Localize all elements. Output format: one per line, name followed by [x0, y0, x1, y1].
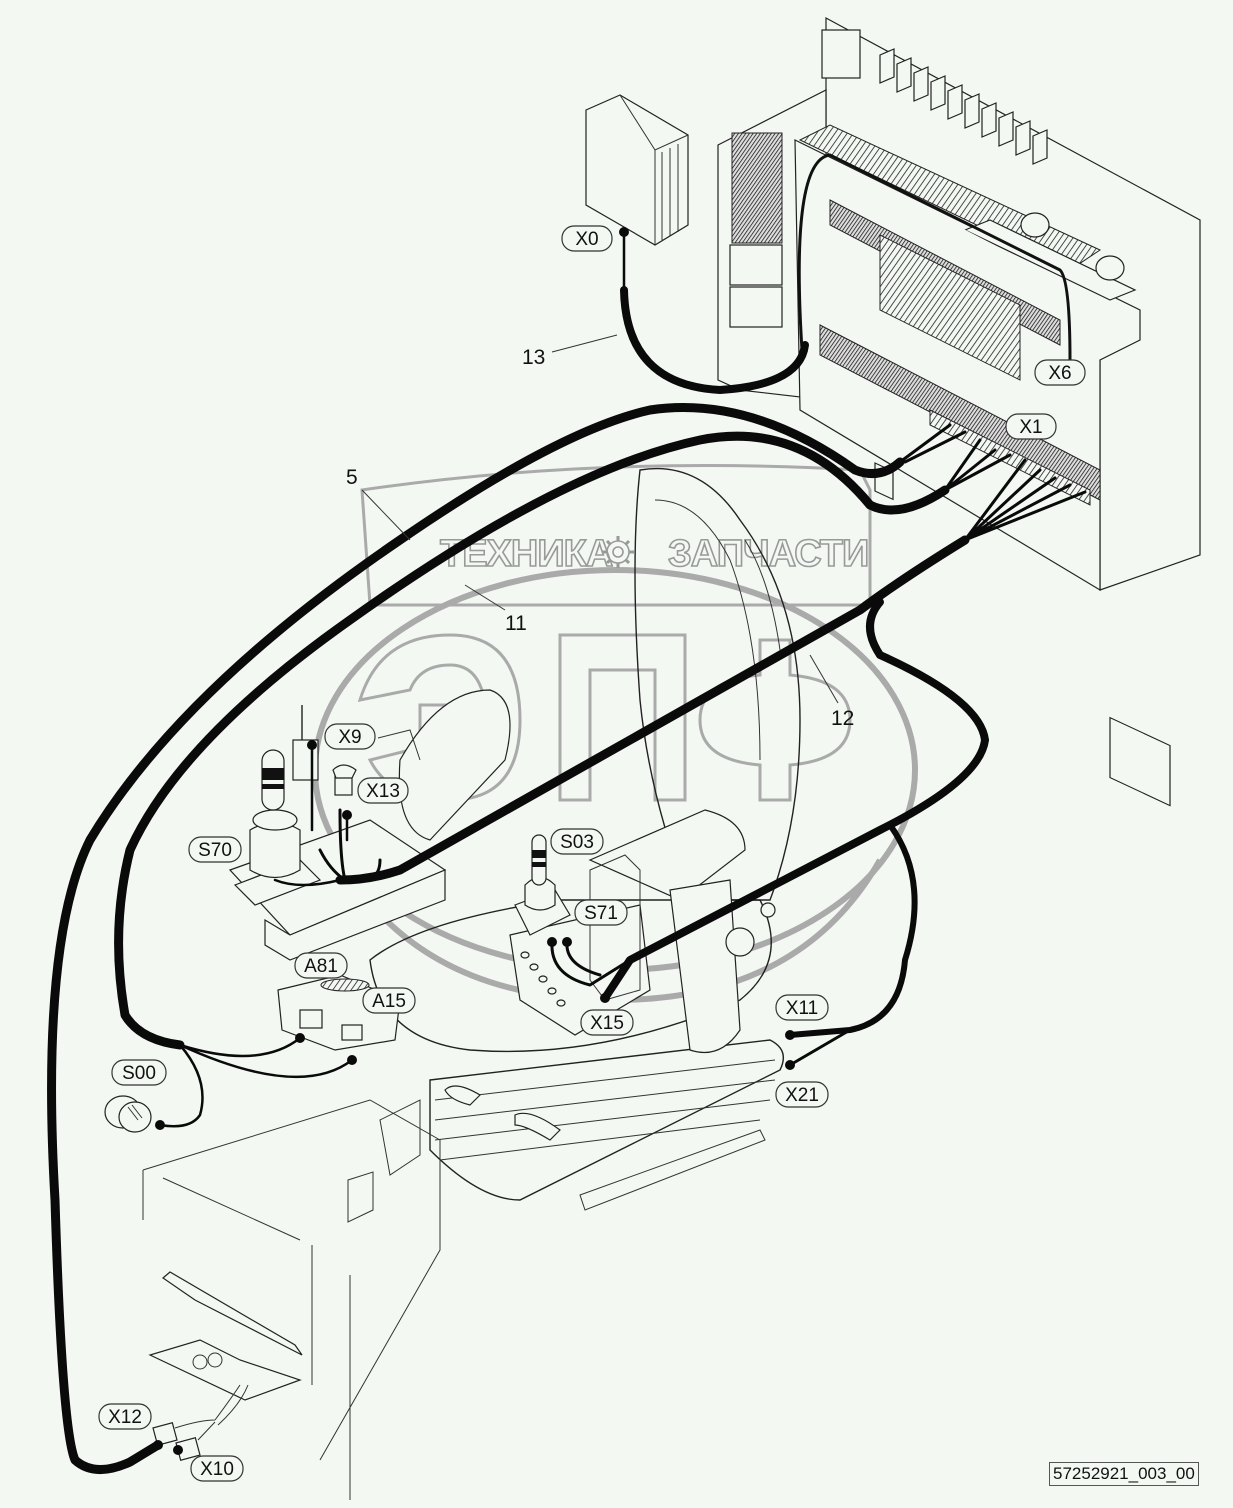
gear-icon	[602, 536, 634, 568]
relay	[1032, 129, 1048, 165]
svg-text:X10: X10	[200, 1459, 234, 1480]
svg-text:X9: X9	[338, 727, 361, 748]
watermark-letter-f	[698, 638, 852, 802]
svg-text:X21: X21	[785, 1085, 819, 1106]
svg-text:X11: X11	[786, 998, 818, 1019]
relays	[879, 48, 1048, 165]
svg-text:X6: X6	[1048, 363, 1071, 384]
cable-harnesses	[47, 230, 1087, 1474]
item-number-13: 13	[522, 346, 545, 369]
pedal-housing	[142, 1099, 441, 1500]
callout-x10[interactable]: X10	[190, 1455, 244, 1482]
callout-s00[interactable]: S00	[111, 1059, 167, 1086]
relay	[964, 93, 980, 129]
watermark-text-right: ЗАПЧАСТИ	[668, 533, 868, 575]
callout-a81[interactable]: A81	[294, 952, 348, 979]
connector-plugs	[153, 227, 795, 1455]
item-numbers: 5 11 12 13	[346, 346, 854, 730]
svg-text:S70: S70	[198, 840, 232, 861]
cable-seat	[601, 598, 989, 1002]
watermark-letter-p	[558, 633, 687, 802]
cable-5	[47, 403, 905, 1474]
relay	[879, 48, 895, 84]
electrical-cabinet	[717, 16, 1201, 807]
svg-text:X1: X1	[1019, 417, 1042, 438]
relay	[896, 57, 912, 93]
cable-13	[620, 286, 809, 394]
cable-12	[335, 535, 970, 885]
callout-s71[interactable]: S71	[574, 899, 628, 926]
callout-x11[interactable]: X11	[775, 994, 829, 1021]
control-unit	[585, 94, 689, 246]
cable-x11	[787, 822, 918, 1038]
console-hole	[538, 975, 548, 983]
callout-x13[interactable]: X13	[357, 777, 409, 804]
operator-seat	[369, 467, 801, 1211]
connector-callouts: X0 X6 X1 X9 X13 S70 S03 S71 X15 A81 A15 …	[98, 225, 1086, 1482]
leader-lines	[361, 334, 839, 761]
callout-x1[interactable]: X1	[1005, 413, 1057, 440]
cable-11	[114, 431, 950, 1050]
drawing-number: 57252921_003_00	[1049, 1462, 1199, 1486]
console-hole	[556, 999, 566, 1007]
cable-x21	[788, 1028, 852, 1067]
svg-text:S00: S00	[122, 1063, 156, 1084]
left-joystick	[233, 749, 322, 906]
svg-text:X12: X12	[108, 1407, 142, 1428]
callout-x21[interactable]: X21	[775, 1081, 829, 1108]
console-hole	[529, 963, 539, 971]
callout-x15[interactable]: X15	[580, 1009, 634, 1036]
svg-text:A81: A81	[304, 956, 338, 977]
right-joystick	[514, 834, 571, 936]
console-hole	[547, 987, 557, 995]
item-number-12: 12	[831, 707, 854, 730]
svg-text:A15: A15	[372, 991, 406, 1012]
relay	[947, 84, 963, 120]
relay-row	[821, 29, 894, 501]
callout-s70[interactable]: S70	[188, 836, 242, 863]
callout-s03[interactable]: S03	[550, 828, 604, 855]
relay	[913, 66, 929, 102]
terminal-row-2	[879, 234, 1021, 381]
svg-text:X15: X15	[590, 1013, 624, 1034]
svg-text:X0: X0	[575, 229, 598, 250]
relay	[1015, 120, 1031, 156]
callout-x12[interactable]: X12	[98, 1403, 152, 1430]
item-number-5: 5	[346, 466, 358, 489]
relay	[981, 102, 997, 138]
callout-x6[interactable]: X6	[1034, 359, 1086, 386]
svg-text:S03: S03	[560, 832, 594, 853]
terminal-block-vertical	[731, 132, 783, 244]
relay	[998, 111, 1014, 147]
item-number-11: 11	[505, 612, 527, 635]
ignition-switch	[104, 1095, 152, 1133]
svg-text:S71: S71	[584, 903, 618, 924]
relay	[930, 75, 946, 111]
console-hole	[520, 951, 530, 959]
callout-x0[interactable]: X0	[561, 225, 613, 252]
svg-text:X13: X13	[366, 781, 400, 802]
callout-a15[interactable]: A15	[362, 987, 416, 1014]
callout-x9[interactable]: X9	[324, 723, 376, 750]
